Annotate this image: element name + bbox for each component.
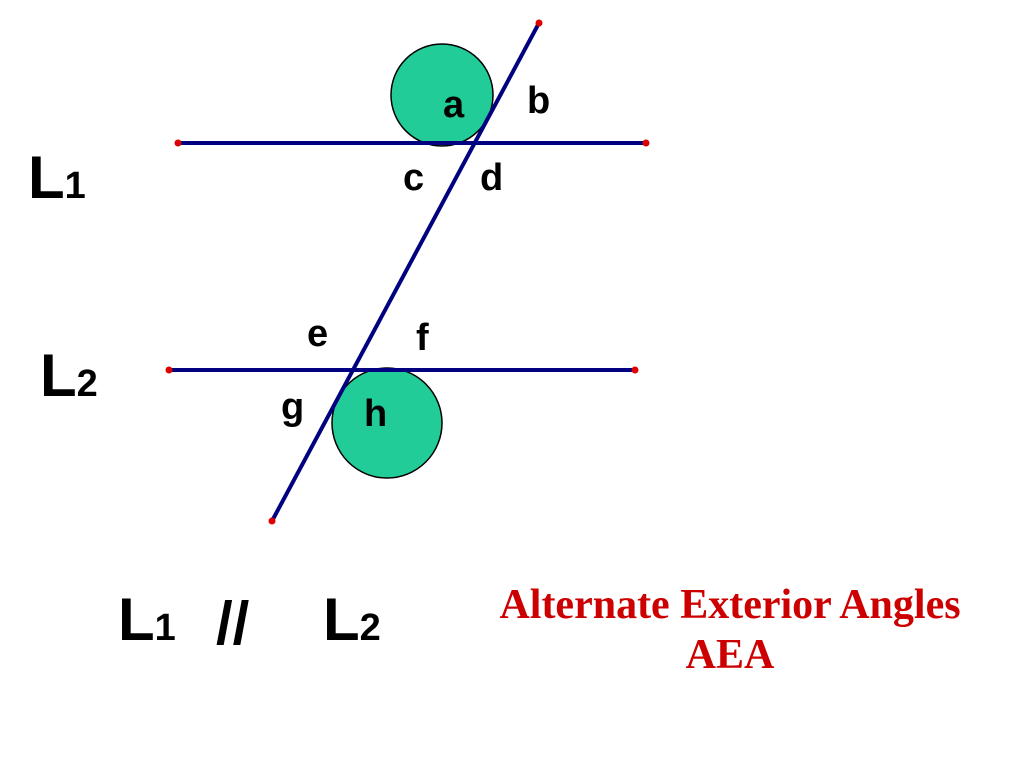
line-name-l2-sub: 2: [77, 363, 98, 405]
caption-title: Alternate Exterior Angles: [499, 582, 961, 628]
line-name-l1: L1: [28, 144, 86, 211]
statement-left-sub: 1: [155, 607, 176, 649]
statement-right-sub: 2: [360, 607, 381, 649]
angle-label-f: f: [416, 317, 429, 359]
endpoint-dot: [165, 366, 173, 374]
statement-left-letter: L: [118, 586, 155, 653]
angle-a-highlight: [390, 43, 494, 147]
parallel-symbol: //: [216, 590, 250, 657]
parallel-statement-right: L2: [323, 586, 381, 653]
angle-label-d: d: [480, 157, 503, 199]
transversal-line: [270, 22, 541, 522]
statement-right-letter: L: [323, 586, 360, 653]
caption-abbreviation: AEA: [685, 632, 775, 678]
angle-label-b: b: [527, 80, 550, 122]
angle-label-h: h: [364, 393, 387, 435]
line-name-l2: L2: [40, 342, 98, 409]
caption: Alternate Exterior Angles AEA: [440, 580, 1020, 680]
line-name-l2-letter: L: [40, 342, 77, 409]
parallel-statement: L1: [118, 586, 176, 653]
endpoint-dot: [174, 139, 182, 147]
angle-label-g: g: [281, 386, 304, 428]
line-name-l1-sub: 1: [65, 165, 86, 207]
endpoint-dot: [642, 139, 650, 147]
endpoint-dot: [268, 517, 276, 525]
angle-label-c: c: [403, 157, 424, 199]
endpoint-dot: [535, 19, 543, 27]
angle-label-e: e: [307, 313, 328, 355]
endpoint-dot: [631, 366, 639, 374]
parallel-symbol-text: //: [216, 590, 250, 657]
line-name-l1-letter: L: [28, 144, 65, 211]
angle-label-a: a: [443, 84, 465, 126]
